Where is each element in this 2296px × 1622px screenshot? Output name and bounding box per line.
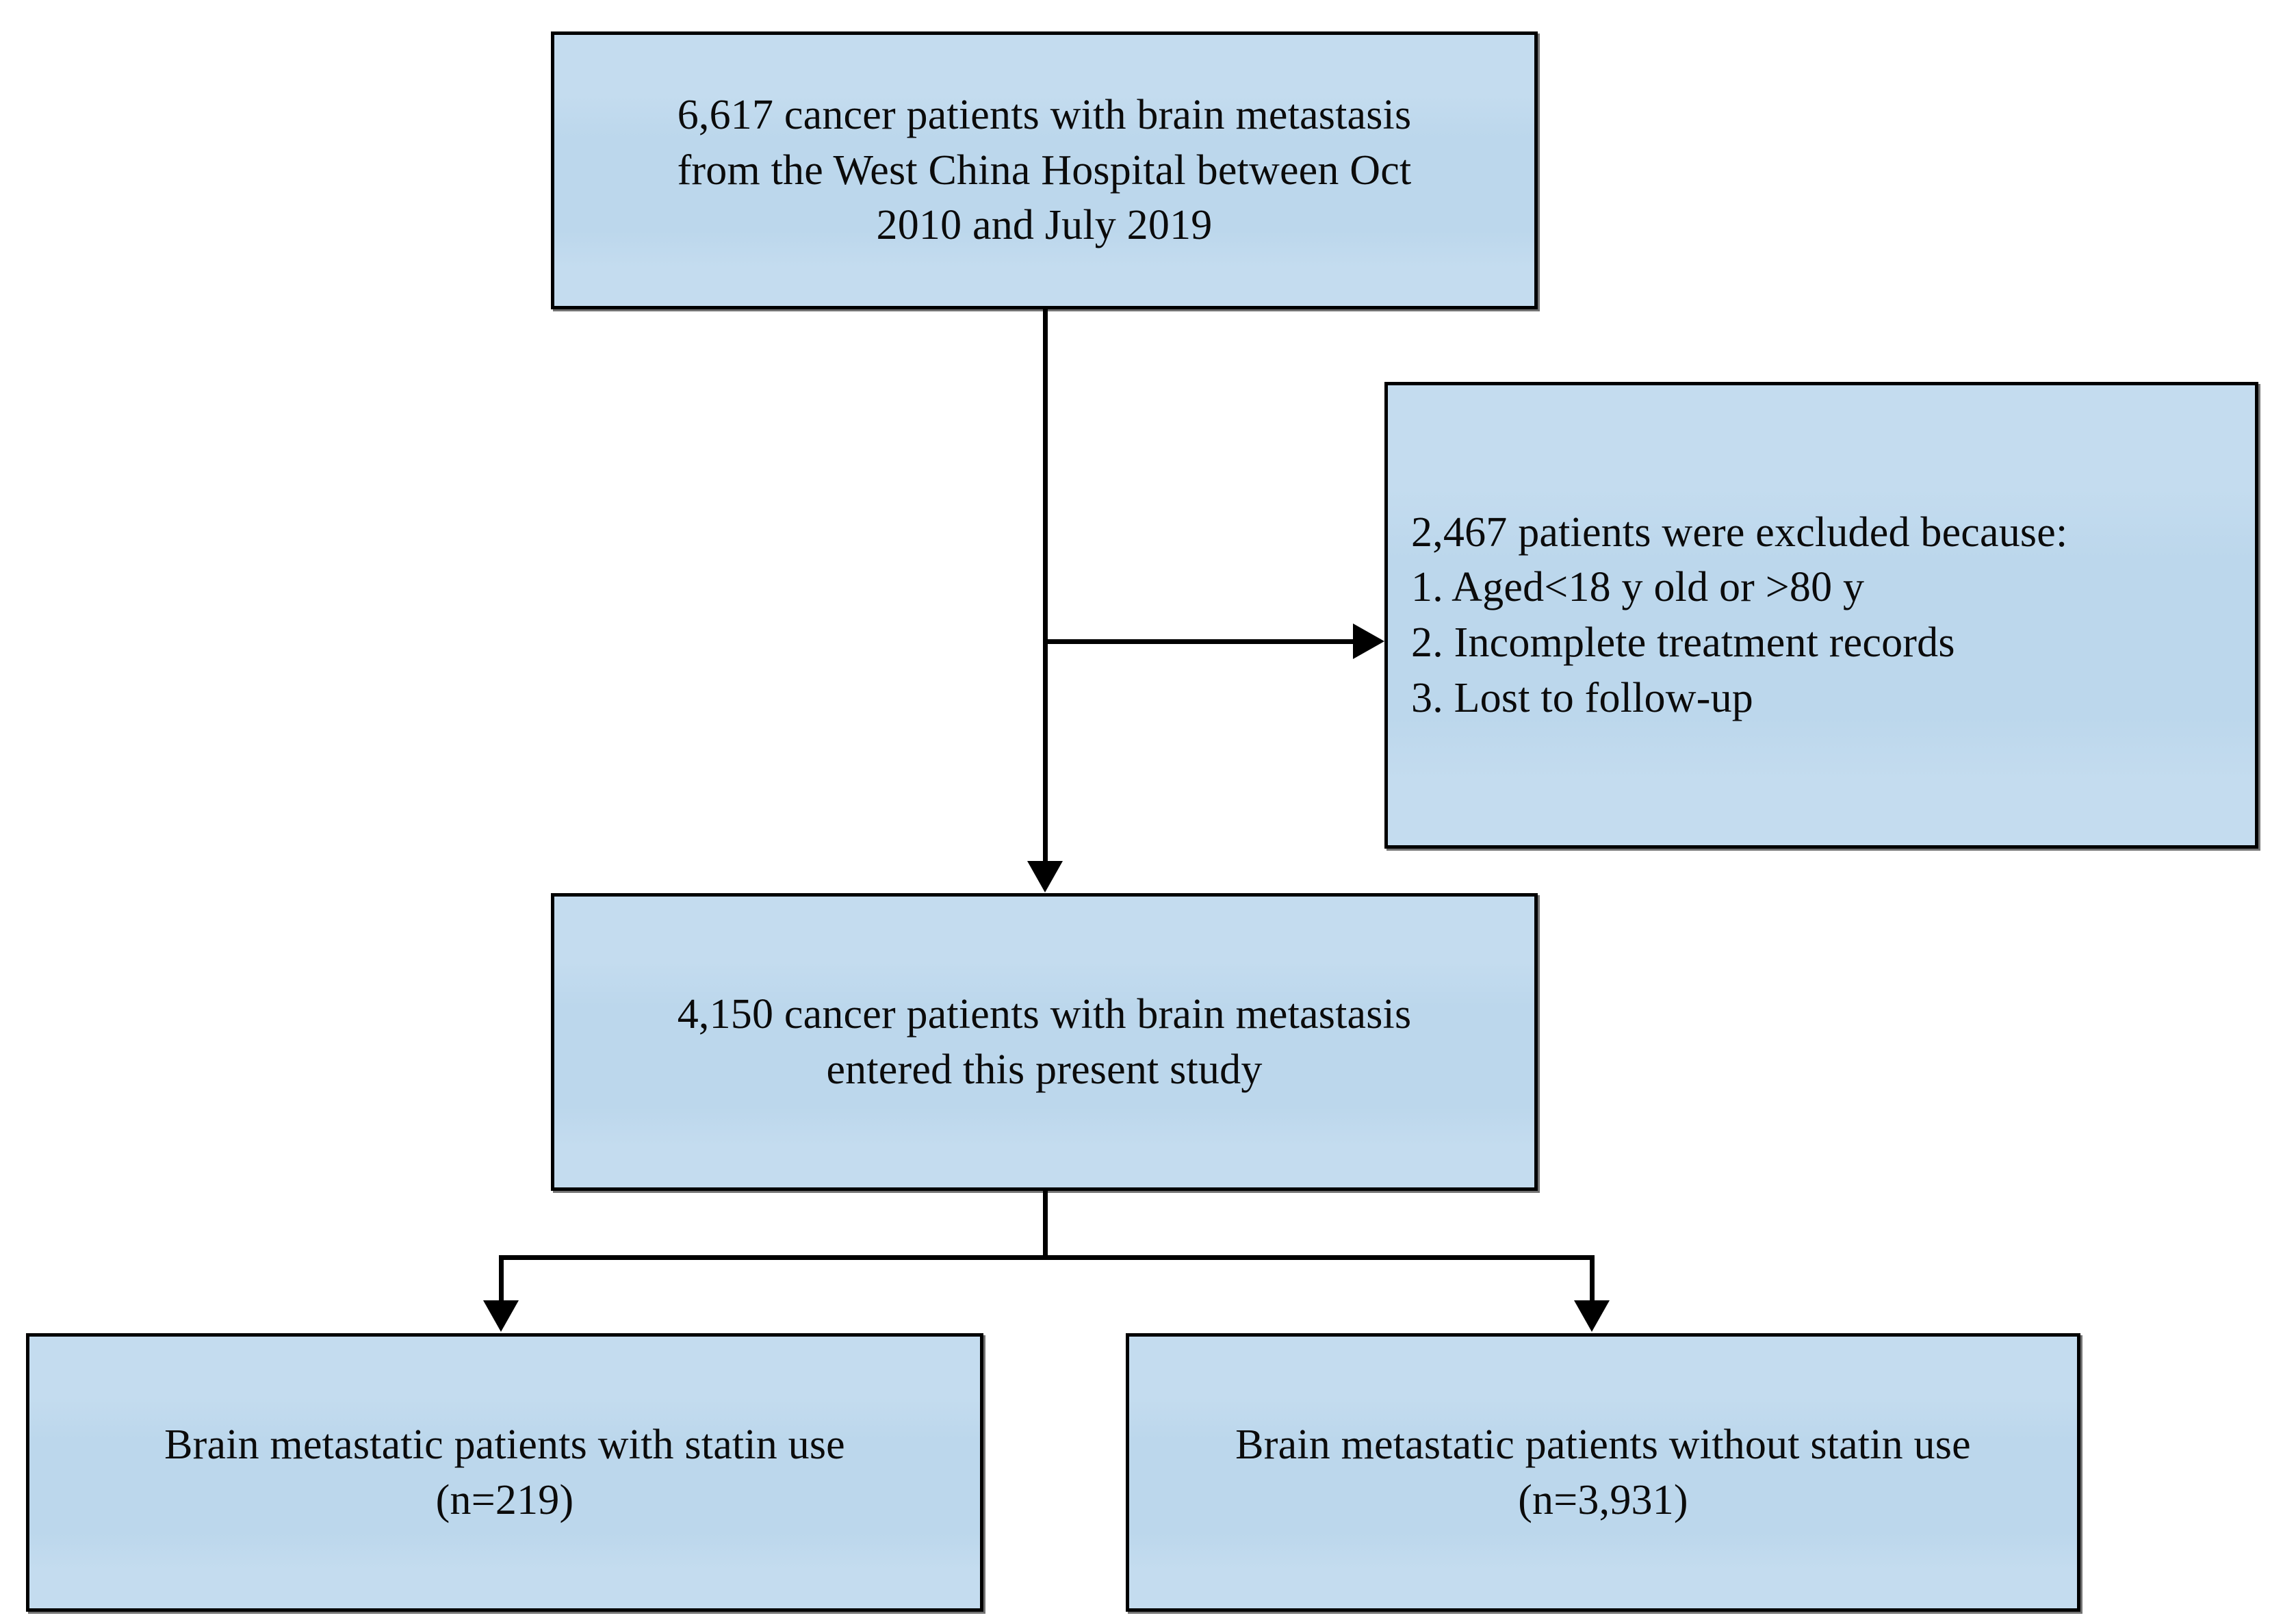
arrow-down-icon-to-statin-use bbox=[483, 1300, 519, 1332]
connector-included-split-stem bbox=[1043, 1191, 1048, 1259]
exclusion-criteria-box: 2,467 patients were excluded because: 1.… bbox=[1384, 382, 2258, 849]
connector-leg-to-no-statin-use bbox=[1590, 1255, 1595, 1304]
connector-leg-to-statin-use bbox=[499, 1255, 504, 1304]
no-statin-use-group-text: Brain metastatic patients without statin… bbox=[1235, 1421, 1971, 1523]
statin-use-group-text: Brain metastatic patients with statin us… bbox=[164, 1421, 845, 1523]
connector-included-split-bar bbox=[499, 1255, 1595, 1260]
included-cohort-text: 4,150 cancer patients with brain metasta… bbox=[677, 990, 1412, 1093]
source-cohort-text: 6,617 cancer patients with brain metasta… bbox=[677, 92, 1412, 249]
arrow-down-icon-to-no-statin-use bbox=[1574, 1300, 1610, 1332]
arrow-right-icon-to-excluded bbox=[1353, 623, 1384, 659]
connector-to-excluded-line bbox=[1043, 639, 1369, 644]
source-cohort-box: 6,617 cancer patients with brain metasta… bbox=[551, 31, 1538, 309]
included-cohort-box: 4,150 cancer patients with brain metasta… bbox=[551, 893, 1538, 1191]
arrow-down-icon-to-included bbox=[1027, 861, 1063, 892]
connector-source-to-included-line bbox=[1043, 309, 1048, 864]
no-statin-use-group-box: Brain metastatic patients without statin… bbox=[1126, 1333, 2080, 1612]
exclusion-criteria-text: 2,467 patients were excluded because: 1.… bbox=[1411, 509, 2068, 721]
statin-use-group-box: Brain metastatic patients with statin us… bbox=[26, 1333, 983, 1612]
